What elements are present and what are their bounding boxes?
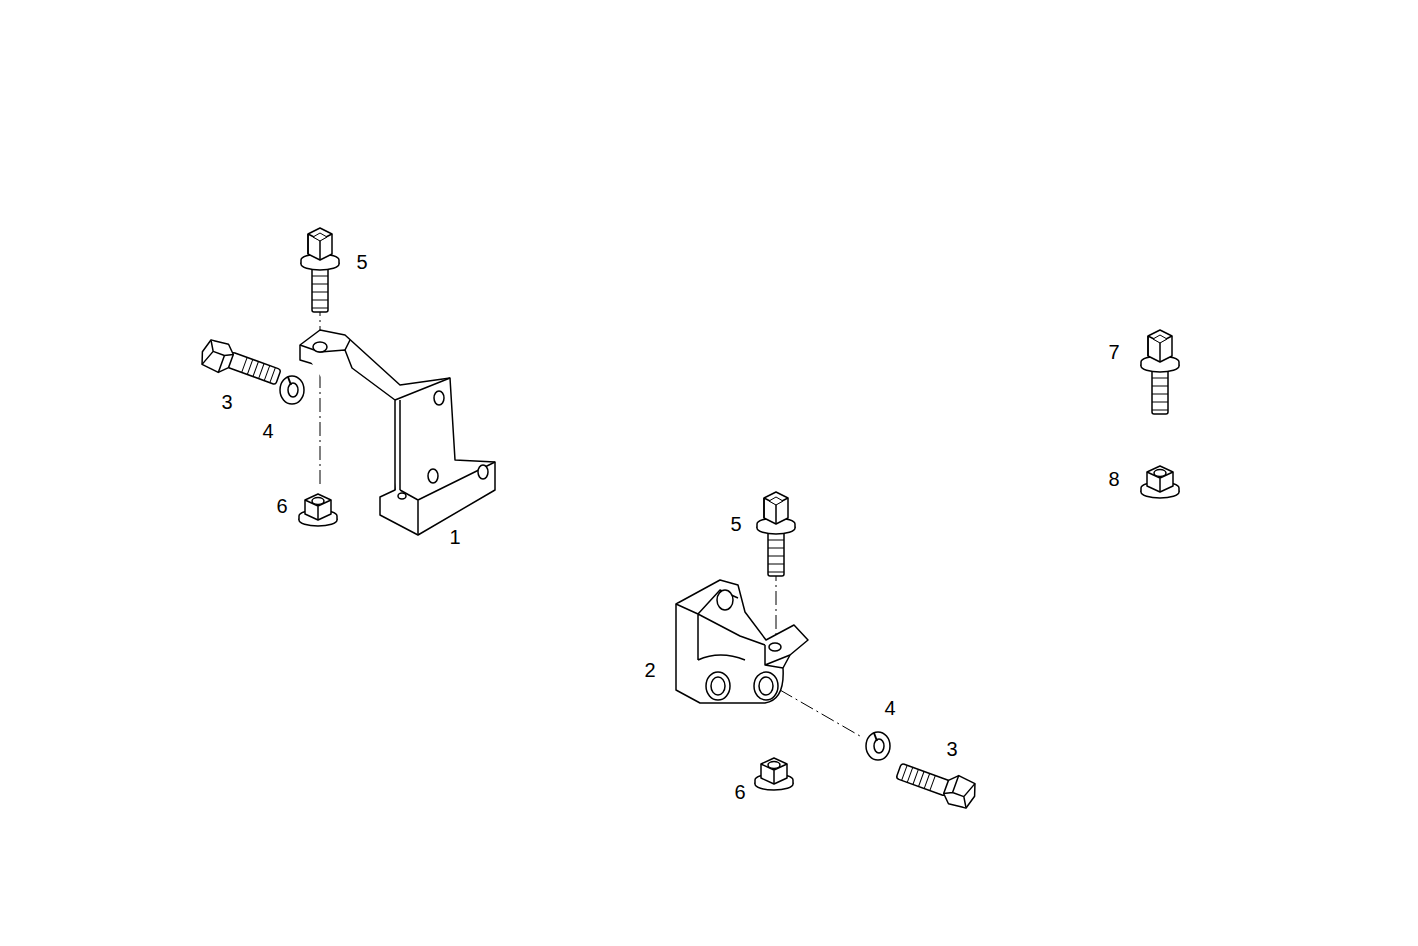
hex-bolt	[198, 337, 283, 393]
flange-nut	[755, 758, 793, 790]
callout-number: 7	[1107, 342, 1120, 362]
lock-washer	[280, 376, 304, 404]
callout-number: 6	[733, 782, 746, 802]
callout-number: 4	[261, 421, 274, 441]
callout-number: 1	[448, 527, 461, 547]
hex-bolt	[894, 756, 979, 812]
flange-bolt	[1141, 330, 1179, 414]
flange-nut	[299, 494, 337, 526]
callout-number: 5	[355, 252, 368, 272]
bracket	[676, 580, 808, 703]
flange-bolt	[301, 228, 339, 312]
flange-nut	[1141, 466, 1179, 498]
lock-washer	[866, 732, 890, 760]
callout-number: 3	[220, 392, 233, 412]
callout-number: 2	[643, 660, 656, 680]
flange-bolt	[757, 492, 795, 576]
callout-number: 4	[883, 698, 896, 718]
callout-number: 6	[275, 496, 288, 516]
callout-number: 3	[945, 739, 958, 759]
bracket	[300, 330, 495, 535]
callout-number: 5	[729, 514, 742, 534]
callout-number: 8	[1107, 469, 1120, 489]
